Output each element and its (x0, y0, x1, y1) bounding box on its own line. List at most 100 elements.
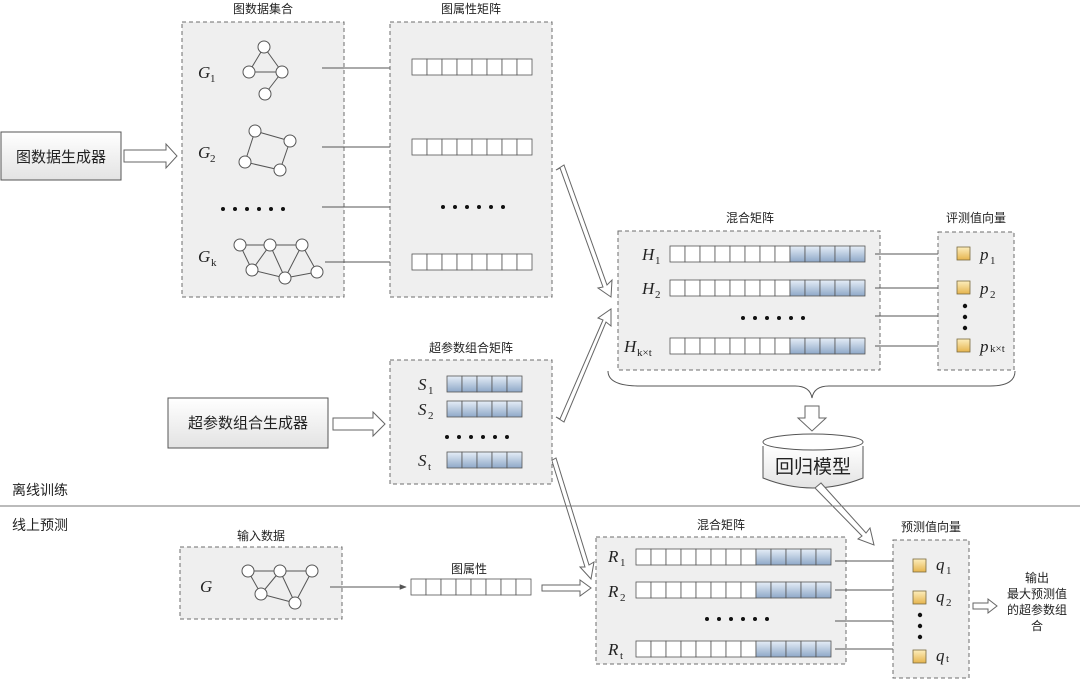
mix-label-2: H 2 (641, 279, 661, 301)
mix-row-3 (669, 337, 866, 355)
svg-text:合: 合 (1031, 618, 1043, 633)
svg-text:2: 2 (428, 410, 434, 422)
hyper-row-2 (446, 400, 523, 418)
pred-mix-label-2: R 2 (607, 582, 626, 604)
svg-text:2: 2 (946, 597, 952, 609)
score-label-kt: p k×t (979, 337, 1005, 356)
generator-to-graphset-arrow (123, 142, 178, 170)
score-label-2: p 2 (979, 279, 996, 301)
pred-to-output-arrow (972, 597, 998, 615)
regression-model: 回归模型 (762, 433, 864, 489)
score-vector-panel: 评测值向量 (937, 210, 1015, 371)
hyper-row-3 (446, 451, 523, 469)
svg-text:输出: 输出 (1025, 570, 1049, 585)
pred-mix-row-3 (635, 640, 832, 658)
svg-text:p: p (979, 337, 989, 356)
mix-matrix-title: 混合矩阵 (726, 210, 774, 225)
output-text: 输出 最大预测值 的超参数组 合 (1007, 570, 1067, 633)
hyper-generator: 超参数组合生成器 (167, 397, 329, 449)
offline-label: 离线训练 (12, 482, 68, 499)
svg-text:k: k (211, 257, 217, 269)
svg-text:G: G (198, 143, 210, 162)
score-vector-title: 评测值向量 (946, 210, 1006, 225)
model-to-pred-arrow (814, 482, 875, 546)
regression-model-label: 回归模型 (775, 456, 851, 478)
attr-row-1 (411, 58, 533, 76)
svg-text:G: G (198, 247, 210, 266)
pred-vector-panel: 预测值向量 (892, 519, 970, 679)
attr-row-2 (411, 138, 533, 156)
svg-text:1: 1 (946, 565, 952, 577)
svg-text:k×t: k×t (990, 343, 1005, 355)
graph-diagram-1 (242, 40, 289, 101)
svg-text:1: 1 (620, 557, 626, 569)
pred-label-t: q t (936, 646, 949, 665)
svg-text:G: G (198, 63, 210, 82)
graph-attr-title: 图属性 (451, 562, 487, 576)
mix-label-kt: H k×t (623, 337, 652, 359)
svg-text:t: t (428, 461, 431, 473)
svg-text:q: q (936, 587, 945, 606)
attr-to-predmix-arrow (541, 579, 592, 597)
svg-text:q: q (936, 646, 945, 665)
graph-label-1: G 1 (198, 63, 216, 85)
svg-text:H: H (641, 245, 656, 264)
pred-mix-row-1 (635, 548, 832, 566)
svg-text:q: q (936, 555, 945, 574)
online-label: 线上预测 (12, 518, 68, 534)
svg-text:1: 1 (990, 255, 996, 267)
graph-attr-matrix-title: 图属性矩阵 (441, 2, 501, 16)
svg-text:2: 2 (655, 289, 661, 301)
graph-set-panel: 图数据集合 (181, 1, 345, 298)
pred-mix-label-t: R t (607, 640, 623, 662)
svg-text:2: 2 (990, 289, 996, 301)
svg-text:最大预测值: 最大预测值 (1007, 586, 1067, 601)
hyper-label-1: S 1 (418, 375, 434, 397)
graph-diagram-k (233, 238, 324, 285)
pred-mix-label-1: R 1 (607, 547, 626, 569)
svg-text:的超参数组: 的超参数组 (1007, 602, 1067, 617)
svg-text:S: S (418, 451, 427, 470)
pred-label-2: q 2 (936, 587, 952, 609)
svg-text:图数据生成器: 图数据生成器 (16, 148, 106, 166)
hyper-matrix-ellipsis (445, 435, 509, 439)
mix-row-2 (669, 279, 866, 297)
score-label-1: p 1 (979, 245, 996, 267)
pred-mix-row-2 (635, 581, 832, 599)
graph-data-generator: 图数据生成器 (0, 131, 122, 181)
brace-to-model-arrow (796, 405, 828, 432)
svg-text:k×t: k×t (637, 347, 652, 359)
svg-text:S: S (418, 375, 427, 394)
svg-text:t: t (620, 650, 623, 662)
combine-brace (607, 370, 1016, 399)
attr-row-3 (411, 253, 533, 271)
pred-vector-title: 预测值向量 (901, 519, 961, 534)
pred-mix-matrix-title: 混合矩阵 (697, 517, 745, 532)
graph-diagram-2 (238, 124, 297, 177)
svg-text:1: 1 (655, 255, 661, 267)
graph-set-ellipsis (221, 207, 285, 211)
svg-text:2: 2 (620, 592, 626, 604)
hyper-label-2: S 2 (418, 400, 434, 422)
svg-text:R: R (607, 582, 619, 601)
svg-text:p: p (979, 279, 989, 298)
svg-text:1: 1 (210, 73, 216, 85)
svg-text:H: H (623, 337, 638, 356)
hyper-matrix-title: 超参数组合矩阵 (429, 340, 513, 355)
hyper-to-mix-arrow (555, 308, 612, 423)
svg-text:p: p (979, 245, 989, 264)
svg-text:t: t (946, 653, 949, 665)
svg-text:S: S (418, 400, 427, 419)
hyper-to-pred-arrow (548, 457, 595, 581)
svg-text:H: H (641, 279, 656, 298)
svg-text:2: 2 (210, 153, 216, 165)
attr-to-mix-arrow (555, 164, 613, 298)
graph-label-2: G 2 (198, 143, 216, 165)
svg-text:R: R (607, 640, 619, 659)
svg-text:1: 1 (428, 385, 434, 397)
input-graph-diagram (241, 564, 319, 610)
graph-label-k: G k (198, 247, 217, 269)
pred-label-1: q 1 (936, 555, 952, 577)
input-data-panel: 输入数据 G (179, 528, 343, 620)
mix-matrix-ellipsis (741, 316, 805, 320)
